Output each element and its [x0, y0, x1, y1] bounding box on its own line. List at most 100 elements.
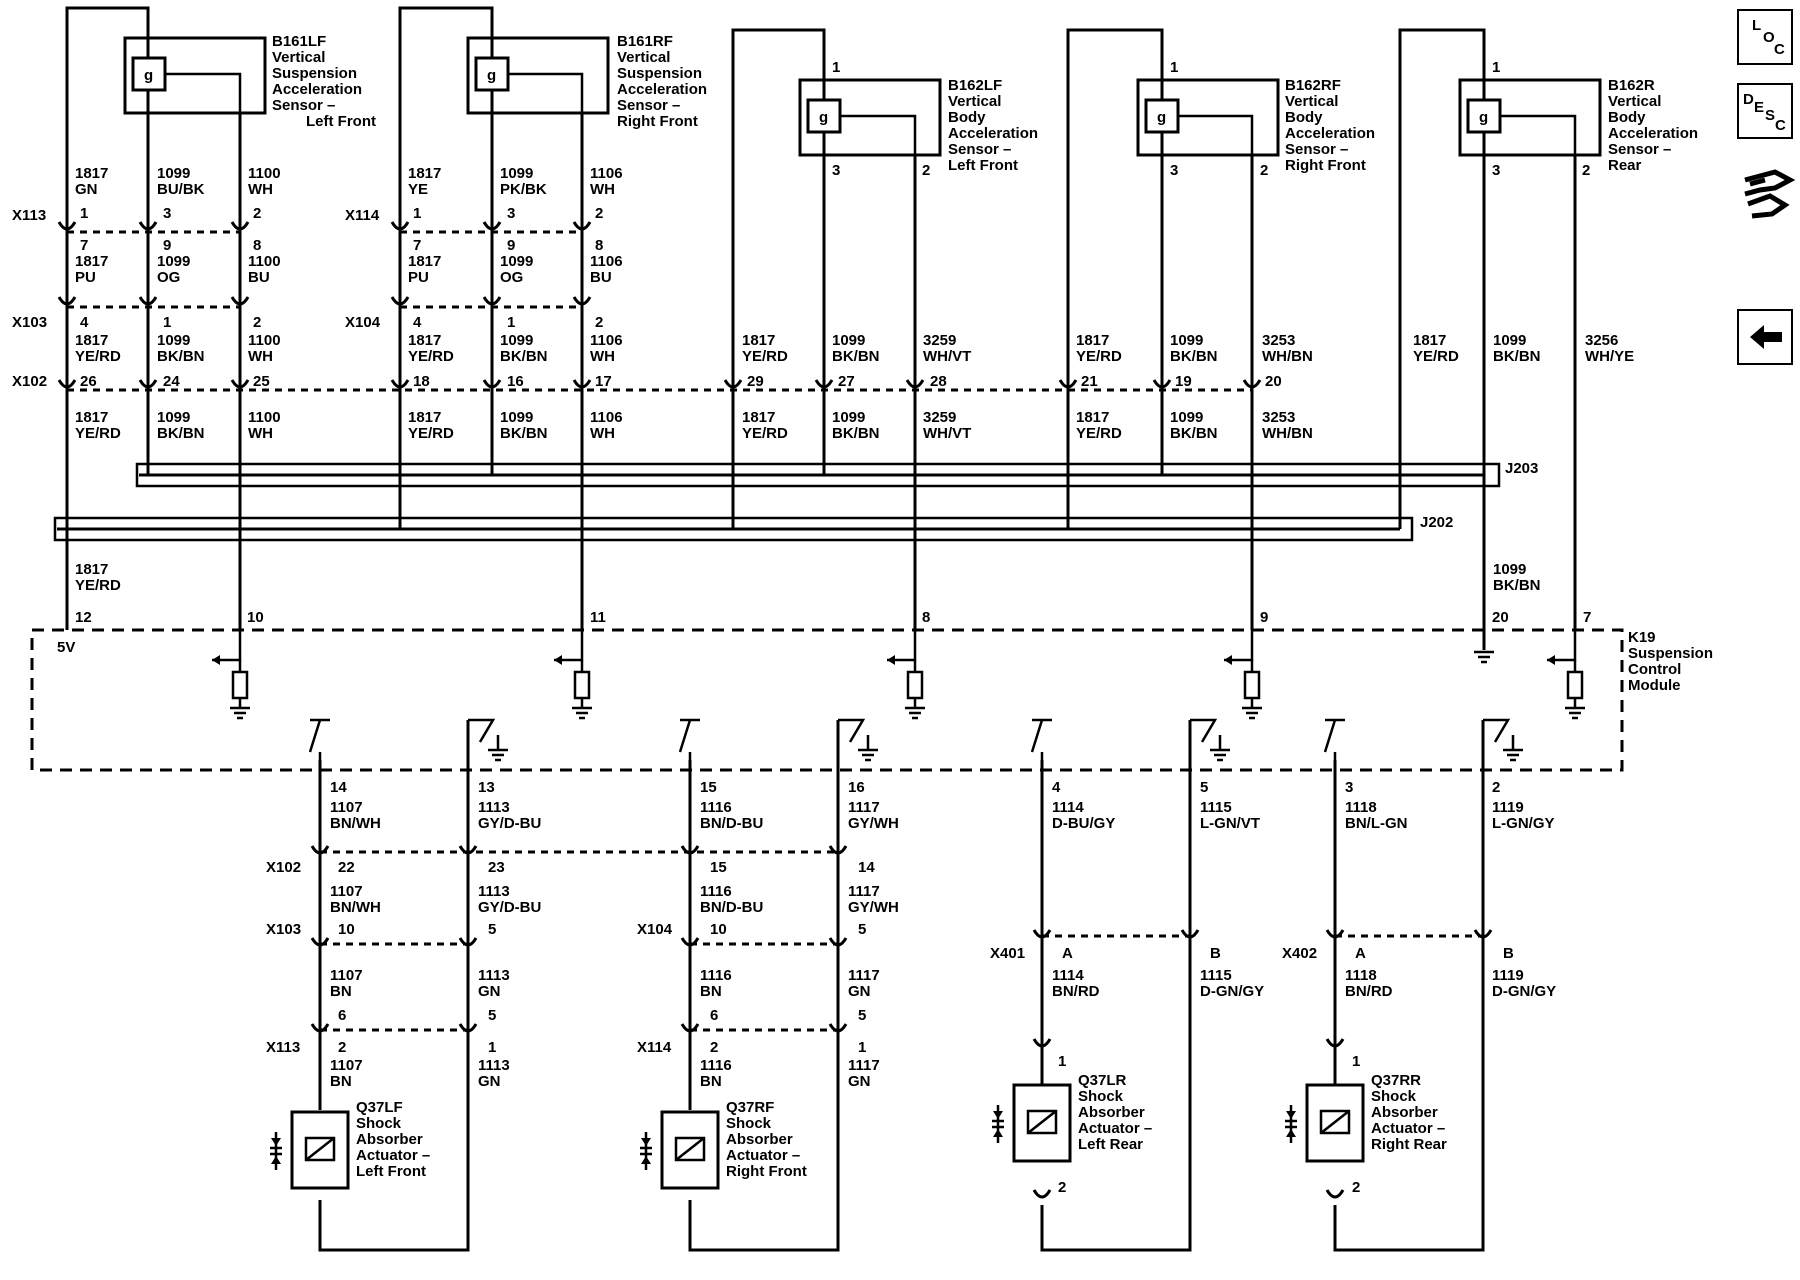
svg-text:15: 15: [700, 779, 717, 796]
sensor-pin-numbers: 1 3 2 1 3 2 1 3 2: [832, 59, 1590, 179]
svg-text:16: 16: [848, 779, 865, 796]
loc-letter-o: O: [1763, 29, 1775, 46]
svg-text:6: 6: [710, 1007, 718, 1024]
adjust-arrow-icon: [640, 1132, 652, 1170]
svg-text:X102: X102: [266, 859, 301, 876]
svg-text:9: 9: [163, 237, 171, 254]
svg-text:26: 26: [80, 373, 97, 390]
sensor-b162lf: g: [798, 78, 942, 157]
sensor-b162r: g: [1458, 78, 1602, 157]
sensor-b161rf: g: [466, 36, 610, 115]
lower-wires: [318, 720, 1485, 1252]
svg-text:14: 14: [858, 859, 875, 876]
svg-text:3: 3: [832, 162, 840, 179]
upper-connector-names: X113 X114 X103 X104 X102: [12, 207, 381, 390]
svg-text:J203: J203: [1505, 460, 1538, 477]
input-trace: [1224, 630, 1254, 662]
splice-j202: J202: [53, 514, 1453, 542]
svg-text:1: 1: [488, 1039, 496, 1056]
svg-text:10: 10: [247, 609, 264, 626]
switch-icon: [836, 718, 866, 770]
switch-icon: [1481, 718, 1511, 770]
svg-text:12: 12: [75, 609, 92, 626]
svg-text:1: 1: [413, 205, 421, 222]
ground-icon: [858, 735, 878, 762]
svg-text:20: 20: [1265, 373, 1282, 390]
back-arrow-button[interactable]: [1737, 309, 1793, 365]
svg-text:2: 2: [1260, 162, 1268, 179]
svg-text:B: B: [1503, 945, 1514, 962]
svg-text:1: 1: [507, 314, 515, 331]
svg-text:5: 5: [858, 921, 866, 938]
svg-text:9: 9: [507, 237, 515, 254]
svg-text:X113: X113: [12, 207, 46, 224]
svg-text:2: 2: [710, 1039, 718, 1056]
svg-text:4: 4: [413, 314, 422, 331]
module-output-switches: [308, 718, 1523, 770]
arrow-icon: [212, 655, 220, 665]
lower-connector-lines: [320, 850, 1483, 1032]
desc-button[interactable]: D E S C: [1737, 83, 1793, 139]
svg-text:13: 13: [478, 779, 495, 796]
svg-text:24: 24: [163, 373, 180, 390]
splice-crossings: [65, 460, 1577, 650]
lower-pin-numbers: 22 23 15 14 10 5 10 5 6 5 6 5 2 1 2 1 A …: [338, 859, 1514, 1196]
svg-text:1: 1: [163, 314, 171, 331]
desc-letter-c: C: [1775, 117, 1786, 134]
ground-icon: [572, 698, 592, 720]
svg-text:14: 14: [330, 779, 347, 796]
input-trace: [887, 630, 917, 662]
svg-text:A: A: [1355, 945, 1366, 962]
loc-button[interactable]: L O C: [1737, 9, 1793, 65]
loc-letter-c: C: [1774, 41, 1785, 58]
switch-icon: [466, 718, 496, 770]
wiring-connector-icon[interactable]: [1744, 169, 1796, 219]
resistor: [231, 670, 249, 700]
resistor: [1566, 670, 1584, 700]
svg-text:6: 6: [338, 1007, 346, 1024]
svg-text:2: 2: [595, 205, 603, 222]
module-bottom-pins: 14 13 15 16 4 5 3 2: [330, 779, 1500, 796]
svg-text:7: 7: [413, 237, 421, 254]
desc-letter-e: E: [1754, 99, 1764, 116]
module-5v-label: 5V: [57, 639, 75, 656]
svg-text:9: 9: [1260, 609, 1268, 626]
svg-text:2: 2: [922, 162, 930, 179]
arrow-icon: [887, 655, 895, 665]
svg-text:11: 11: [590, 609, 606, 626]
input-trace: [1547, 630, 1577, 662]
